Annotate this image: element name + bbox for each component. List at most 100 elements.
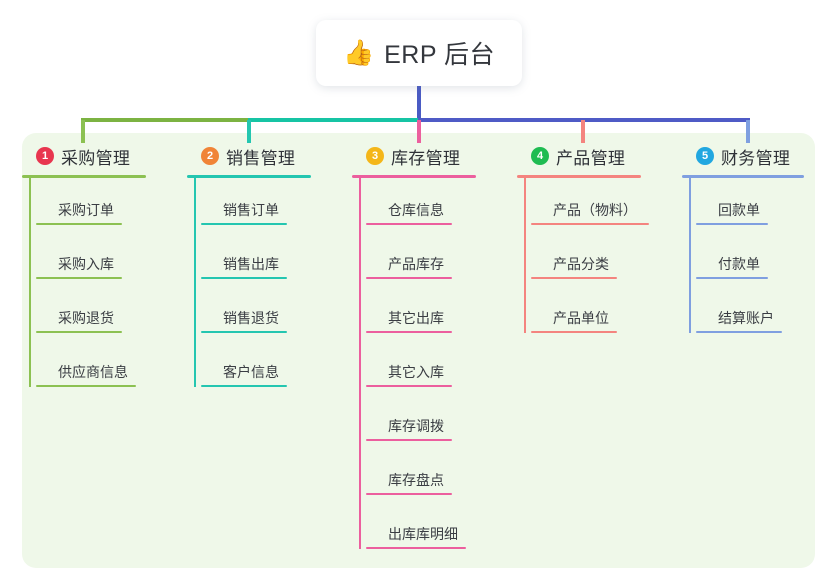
branch-item-underline	[366, 277, 452, 279]
branch-item-list: 产品（物料） 产品分类产品单位	[517, 178, 682, 340]
branch-1: 1 采购管理采购订单采购入库采购退货供应商信息	[22, 143, 187, 394]
branch-item-label: 客户信息	[223, 364, 279, 380]
branch-item-underline	[201, 331, 287, 333]
branch-item-list: 采购订单采购入库采购退货供应商信息	[22, 178, 187, 394]
branch-item-label: 仓库信息	[388, 202, 444, 218]
branch-item[interactable]: 其它入库	[366, 340, 517, 394]
branch-item[interactable]: 结算账户	[696, 286, 817, 340]
branch-item[interactable]: 产品分类	[531, 232, 682, 286]
branch-item[interactable]: 销售订单	[201, 178, 352, 232]
branch-item[interactable]: 其它出库	[366, 286, 517, 340]
branch-spine	[359, 178, 361, 549]
root-node[interactable]: 👍 ERP 后台	[316, 20, 522, 86]
branch-item-underline	[201, 277, 287, 279]
branch-underline	[187, 175, 311, 178]
branch-number-badge: 1	[36, 147, 54, 165]
branch-item-label: 销售订单	[223, 202, 279, 218]
branch-spine	[689, 178, 691, 333]
branch-item-underline	[366, 385, 452, 387]
branch-4: 4 产品管理产品（物料） 产品分类产品单位	[517, 143, 682, 340]
branch-item-underline	[531, 223, 649, 225]
branch-header-2[interactable]: 2 销售管理	[187, 143, 352, 169]
branch-item-label: 产品（物料）	[553, 202, 637, 218]
branch-underline	[517, 175, 641, 178]
branch-item-list: 回款单付款单结算账户	[682, 178, 817, 340]
branch-spine	[194, 178, 196, 387]
branch-item-label: 产品单位	[553, 310, 609, 326]
branch-item-underline	[201, 223, 287, 225]
branch-header-1[interactable]: 1 采购管理	[22, 143, 187, 169]
root-node-label: ERP 后台	[384, 41, 496, 69]
branch-item[interactable]: 产品单位	[531, 286, 682, 340]
branch-item-label: 采购退货	[58, 310, 114, 326]
branch-5: 5 财务管理回款单付款单结算账户	[682, 143, 817, 340]
branch-item-label: 库存调拨	[388, 418, 444, 434]
branch-spine	[29, 178, 31, 387]
branch-item-label: 付款单	[718, 256, 760, 272]
branch-item-list: 仓库信息产品库存其它出库其它入库库存调拨库存盘点出库库明细	[352, 178, 517, 556]
branch-item-underline	[366, 331, 452, 333]
branch-number-badge: 2	[201, 147, 219, 165]
branch-item-label: 销售退货	[223, 310, 279, 326]
branch-item-label: 产品分类	[553, 256, 609, 272]
branch-item-underline	[696, 223, 768, 225]
branch-item-label: 库存盘点	[388, 472, 444, 488]
branch-item-underline	[36, 331, 122, 333]
branch-item[interactable]: 供应商信息	[36, 340, 187, 394]
branch-item-underline	[36, 223, 122, 225]
branch-underline	[682, 175, 804, 178]
branch-underline	[22, 175, 146, 178]
branch-item-label: 产品库存	[388, 256, 444, 272]
branch-spine	[524, 178, 526, 333]
branch-item-underline	[366, 547, 466, 549]
branch-item-label: 回款单	[718, 202, 760, 218]
branch-item-label: 其它出库	[388, 310, 444, 326]
branch-number-badge: 3	[366, 147, 384, 165]
branch-item-underline	[201, 385, 287, 387]
branch-item-label: 其它入库	[388, 364, 444, 380]
branch-title: 采购管理	[61, 148, 131, 168]
branch-2: 2 销售管理销售订单销售出库销售退货客户信息	[187, 143, 352, 394]
branch-item-underline	[366, 439, 452, 441]
branch-item-label: 出库库明细	[388, 526, 458, 542]
branch-item-label: 采购入库	[58, 256, 114, 272]
branch-item[interactable]: 回款单	[696, 178, 817, 232]
branch-item[interactable]: 销售退货	[201, 286, 352, 340]
branch-item[interactable]: 付款单	[696, 232, 817, 286]
branch-number-badge: 4	[531, 147, 549, 165]
branch-item-label: 采购订单	[58, 202, 114, 218]
branch-item-underline	[531, 277, 617, 279]
branch-title: 财务管理	[721, 148, 791, 168]
branch-item[interactable]: 库存调拨	[366, 394, 517, 448]
branch-item-list: 销售订单销售出库销售退货客户信息	[187, 178, 352, 394]
thumbs-up-icon: 👍	[342, 38, 375, 67]
branch-item-underline	[36, 277, 122, 279]
branch-item-label: 销售出库	[223, 256, 279, 272]
branch-header-5[interactable]: 5 财务管理	[682, 143, 817, 169]
branch-header-4[interactable]: 4 产品管理	[517, 143, 682, 169]
branch-item-underline	[531, 331, 617, 333]
branch-item[interactable]: 库存盘点	[366, 448, 517, 502]
branches-background-panel	[22, 133, 815, 568]
branch-number-badge: 5	[696, 147, 714, 165]
branch-item[interactable]: 销售出库	[201, 232, 352, 286]
branch-item[interactable]: 采购订单	[36, 178, 187, 232]
branch-item[interactable]: 采购退货	[36, 286, 187, 340]
branch-item[interactable]: 出库库明细	[366, 502, 517, 556]
branch-item-label: 结算账户	[718, 310, 774, 326]
branch-item[interactable]: 产品库存	[366, 232, 517, 286]
branch-item[interactable]: 产品（物料）	[531, 178, 682, 232]
branch-item-underline	[366, 493, 452, 495]
branch-item-underline	[366, 223, 452, 225]
branch-underline	[352, 175, 476, 178]
branch-item[interactable]: 仓库信息	[366, 178, 517, 232]
branch-item[interactable]: 采购入库	[36, 232, 187, 286]
branch-title: 销售管理	[226, 148, 296, 168]
branch-item[interactable]: 客户信息	[201, 340, 352, 394]
branch-item-label: 供应商信息	[58, 364, 128, 380]
branch-item-underline	[36, 385, 136, 387]
branch-title: 产品管理	[556, 148, 626, 168]
branch-item-underline	[696, 331, 782, 333]
